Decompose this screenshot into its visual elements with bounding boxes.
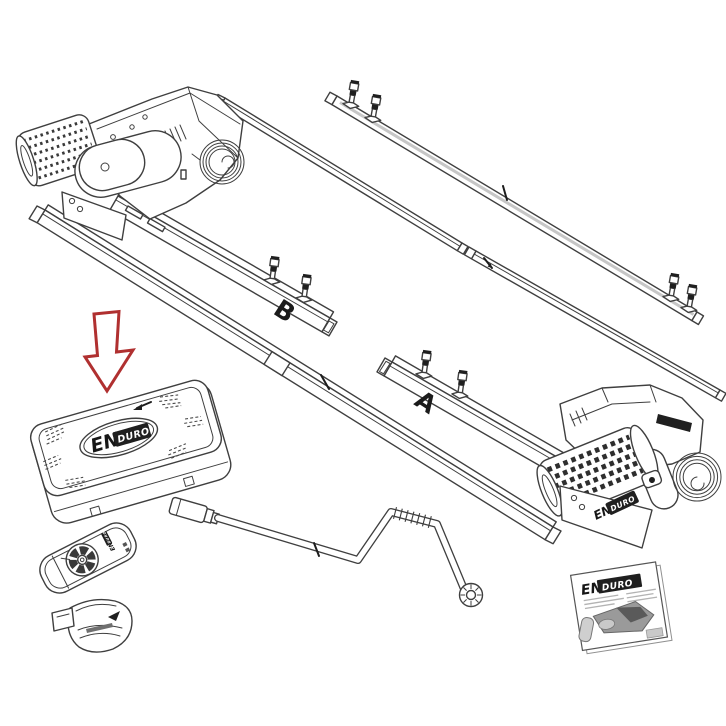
remote-indicator-icons	[125, 547, 131, 553]
holder-slot	[86, 623, 113, 633]
latch	[89, 505, 102, 517]
fixing-bolt	[414, 348, 436, 381]
fixing-bolt	[679, 282, 702, 315]
cross-rail-plain-lower	[463, 246, 726, 402]
alignment-mark	[502, 185, 508, 201]
cross-rail-bolted	[324, 78, 705, 326]
alignment-mark	[133, 401, 152, 410]
highlight-arrow	[82, 309, 136, 394]
fixing-bolt	[363, 92, 386, 125]
remote-holder	[51, 598, 133, 653]
enduro-logo-manual-duro: DURO	[601, 579, 634, 594]
sleeve-joint	[263, 350, 291, 377]
left-motor-unit	[15, 86, 244, 241]
crank-handle	[168, 496, 484, 608]
alignment-mark	[483, 257, 493, 269]
grip-ribs	[392, 507, 432, 528]
mounting-rail-b: B	[109, 189, 338, 337]
alignment-mark	[320, 374, 330, 390]
mounting-rail-a: A	[376, 348, 567, 475]
fixing-bolt	[661, 271, 684, 304]
crank-socket	[168, 496, 220, 525]
remote-control: EN DURO	[39, 522, 137, 594]
right-motor-unit: EN DURO	[536, 384, 704, 549]
coil-cable-left	[191, 139, 245, 185]
svg-text:EN: EN	[107, 541, 117, 552]
vent-slots	[43, 394, 204, 489]
fixing-bolt	[341, 78, 364, 111]
remote-indicator-icons	[122, 542, 128, 547]
eccentric-housing	[74, 130, 182, 198]
latch	[182, 475, 195, 487]
manual-cover-image-dark	[616, 606, 648, 623]
control-box: EN DURO	[29, 379, 232, 524]
dark-panel	[656, 414, 692, 432]
extension-bar	[28, 204, 562, 545]
vent-lines	[569, 407, 588, 427]
engage-pin	[180, 169, 187, 180]
enduro-logo-remote: EN DURO	[101, 530, 117, 552]
svg-text:DURO: DURO	[102, 530, 112, 544]
manual-text-lines	[583, 588, 658, 610]
crank-knob	[458, 582, 484, 608]
mount-bracket	[61, 191, 127, 241]
enduro-logo-right-motor: EN DURO	[591, 490, 639, 523]
remote-dpad	[65, 543, 99, 577]
fixing-bolt	[450, 368, 472, 401]
instruction-manual: EN DURO	[569, 561, 673, 655]
connector	[641, 469, 663, 489]
coil-cable-right	[672, 452, 722, 502]
manual-remote-thumbnail	[578, 617, 595, 643]
alignment-mark	[108, 611, 120, 621]
alignment-mark	[313, 542, 320, 557]
manual-footer-box	[645, 627, 664, 639]
cross-rail-plain-upper	[212, 93, 469, 255]
